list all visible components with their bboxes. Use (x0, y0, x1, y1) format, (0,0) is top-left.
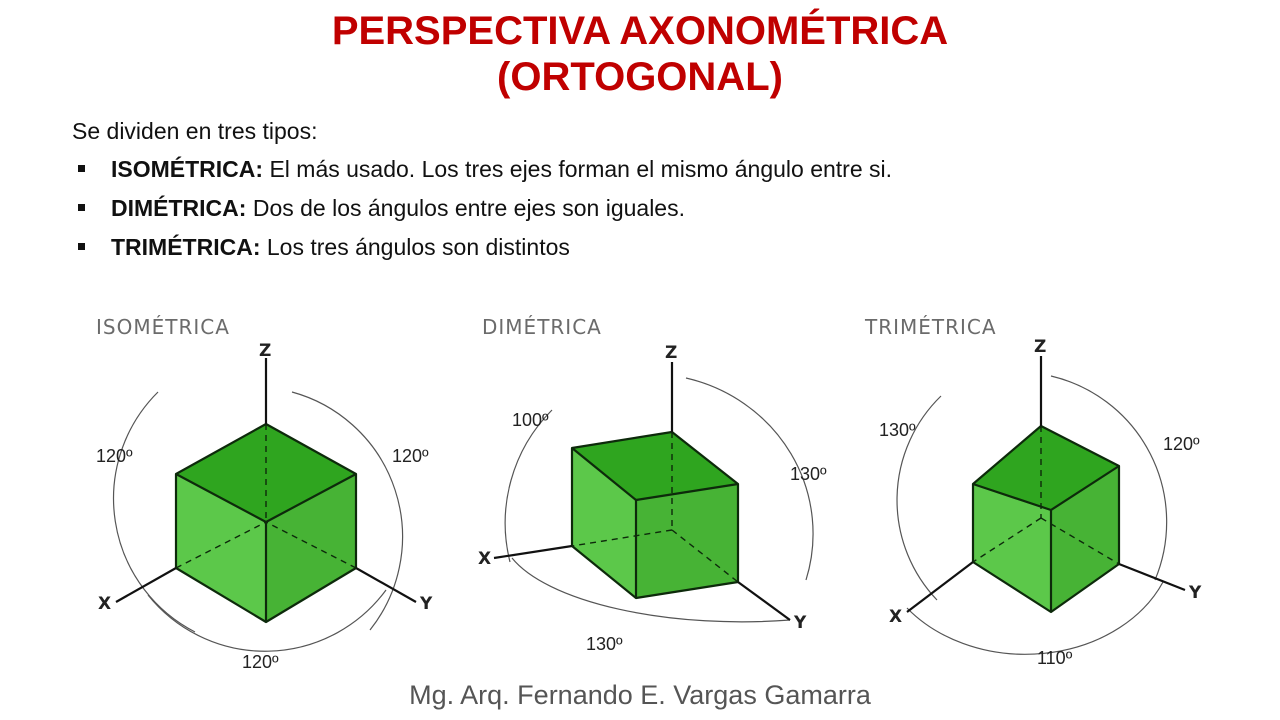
types-list: ISOMÉTRICA: El más usado. Los tres ejes … (72, 154, 892, 271)
hidden-edge (265, 521, 357, 569)
y-axis (1118, 562, 1186, 592)
hidden-edge (571, 529, 673, 547)
axis-z-label: Z (665, 343, 677, 363)
angle-left: 100º (512, 410, 549, 430)
y-axis (737, 581, 791, 621)
hidden-edge (175, 521, 267, 569)
angle-right: 120º (392, 446, 429, 466)
figure-trimetrica: TRIMÉTRICA Z X Y 130º 120º 110º (845, 300, 1245, 680)
axis-x-label: X (478, 549, 491, 569)
list-item-trimetrica: TRIMÉTRICA: Los tres ángulos son distint… (72, 232, 892, 271)
axis-x-label: X (98, 594, 111, 614)
hidden-edge (972, 517, 1042, 563)
x-axis (115, 567, 177, 603)
author-footer: Mg. Arq. Fernando E. Vargas Gamarra (409, 680, 871, 710)
arc-right (291, 391, 404, 631)
angle-bottom: 120º (242, 652, 279, 672)
term-isometrica: ISOMÉTRICA: (111, 156, 264, 182)
bullet-square-icon (78, 243, 85, 251)
axis-y-label: Y (793, 613, 807, 633)
title-line-1: PERSPECTIVA AXONOMÉTRICA (331, 9, 949, 53)
list-item-isometrica: ISOMÉTRICA: El más usado. Los tres ejes … (72, 154, 892, 193)
arc-left (504, 409, 553, 563)
figure-label-trimetrica: TRIMÉTRICA (864, 315, 997, 339)
axis-z-label: Z (1034, 337, 1046, 357)
angle-right: 130º (790, 464, 827, 484)
y-axis (355, 567, 417, 603)
cube-right-face (636, 484, 738, 598)
figure-label-isometrica: ISOMÉTRICA (96, 315, 230, 339)
cube-left-face (973, 484, 1051, 612)
axis-y-label: Y (419, 594, 433, 614)
axis-y-label: Y (1188, 583, 1202, 603)
hidden-edge (671, 529, 739, 583)
intro-text: Se dividen en tres tipos: (72, 118, 318, 144)
figure-dimetrica: DIMÉTRICA Z X Y 100º 130º 130º (460, 300, 860, 680)
desc-trimetrica: Los tres ángulos son distintos (260, 234, 570, 260)
bullet-square-icon (78, 204, 85, 212)
arc-bottom (511, 557, 791, 623)
term-dimetrica: DIMÉTRICA: (111, 195, 247, 221)
arc-left (112, 391, 196, 633)
angle-right: 120º (1163, 434, 1200, 454)
arc-bottom (906, 581, 1164, 655)
x-axis (493, 544, 573, 560)
list-item-dimetrica: DIMÉTRICA: Dos de los ángulos entre ejes… (72, 193, 892, 232)
angle-bottom: 110º (1037, 648, 1073, 668)
page-title: PERSPECTIVA AXONOMÉTRICA (ORTOGONAL) (0, 8, 1280, 100)
trimetric-cube-diagram: TRIMÉTRICA Z X Y 130º 120º 110º (864, 315, 1202, 668)
angle-left: 130º (879, 420, 916, 440)
bullet-square-icon (78, 165, 85, 173)
title-line-2: (ORTOGONAL) (497, 55, 783, 99)
arc-bottom (147, 589, 387, 652)
figure-isometrica: ISOMÉTRICA Z X Y 120º 120º 120º (70, 300, 470, 680)
desc-isometrica: El más usado. Los tres ejes forman el mi… (263, 156, 893, 182)
arc-right (1050, 375, 1168, 581)
angle-bottom: 130º (586, 634, 623, 654)
hidden-edge (1040, 517, 1120, 565)
arc-left (896, 395, 942, 601)
term-trimetrica: TRIMÉTRICA: (111, 234, 261, 260)
dimetric-cube-diagram: DIMÉTRICA Z X Y 100º 130º 130º (478, 315, 827, 654)
desc-dimetrica: Dos de los ángulos entre ejes son iguale… (246, 195, 685, 221)
axis-z-label: Z (259, 341, 271, 361)
cube-left-face (572, 448, 636, 598)
arc-right (685, 377, 814, 581)
x-axis (906, 561, 974, 613)
cube-top-face (572, 432, 738, 500)
isometric-cube-diagram: ISOMÉTRICA Z X Y 120º 120º 120º (96, 315, 433, 672)
angle-left: 120º (96, 446, 133, 466)
axis-x-label: X (889, 607, 902, 627)
figure-label-dimetrica: DIMÉTRICA (482, 315, 602, 339)
